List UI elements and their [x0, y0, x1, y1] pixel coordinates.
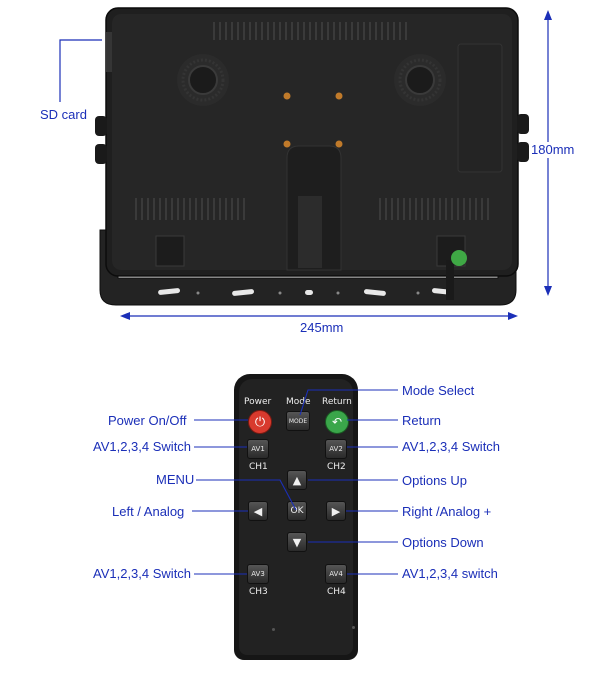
left-arrow-icon: ◀ [253, 504, 263, 518]
ch2-caption: CH2 [327, 462, 346, 472]
av1-button-text: AV1 [251, 445, 265, 453]
width-dimension-label: 245mm [300, 320, 344, 335]
return-button-caption: Return [322, 397, 352, 407]
callout-power-onoff: Power On/Off [108, 413, 187, 428]
callout-return: Return [402, 413, 442, 428]
callout-av-switch-right-2: AV1,2,3,4 switch [402, 566, 498, 581]
ok-button[interactable]: OK [287, 501, 307, 521]
mode-button-text: MODE [288, 417, 308, 425]
callout-right-analog: Right /Analog + [402, 504, 492, 519]
left-arrow-button[interactable]: ◀ [248, 501, 268, 521]
down-arrow-icon: ▼ [292, 535, 302, 549]
right-arrow-button[interactable]: ▶ [326, 501, 346, 521]
right-arrow-icon: ▶ [331, 504, 341, 518]
ch4-caption: CH4 [327, 587, 346, 597]
return-button[interactable]: ↶ [325, 410, 349, 434]
ch1-caption: CH1 [249, 462, 268, 472]
av4-button[interactable]: AV4 [325, 564, 347, 584]
callout-menu: MENU [156, 472, 195, 487]
callout-av-switch-right-1: AV1,2,3,4 Switch [402, 439, 501, 454]
callout-options-down: Options Down [402, 535, 484, 550]
av3-button[interactable]: AV3 [247, 564, 269, 584]
callout-av-switch-left-2: AV1,2,3,4 Switch [93, 566, 192, 581]
av4-button-text: AV4 [329, 570, 343, 578]
mode-button-caption: Mode [286, 397, 311, 407]
av3-button-text: AV3 [251, 570, 265, 578]
power-icon: ⏻ [254, 414, 266, 430]
callout-mode-select: Mode Select [402, 383, 475, 398]
av1-button[interactable]: AV1 [247, 439, 269, 459]
down-arrow-button[interactable]: ▼ [287, 532, 307, 552]
up-arrow-button[interactable]: ▲ [287, 470, 307, 490]
power-button[interactable]: ⏻ [248, 410, 272, 434]
up-arrow-icon: ▲ [292, 473, 302, 487]
ok-button-text: OK [290, 506, 304, 516]
mode-button[interactable]: MODE [286, 411, 310, 431]
power-button-caption: Power [244, 397, 272, 407]
callout-left-analog: Left / Analog [112, 504, 185, 519]
monitor-back-illustration [95, 7, 529, 306]
remote-bottom-dot [352, 626, 355, 629]
return-icon: ↶ [331, 415, 343, 429]
callout-av-switch-left-1: AV1,2,3,4 Switch [93, 439, 192, 454]
height-dimension-label: 180mm [531, 142, 575, 158]
remote-bottom-dot [272, 628, 275, 631]
callout-options-up: Options Up [402, 473, 468, 488]
av2-button-text: AV2 [329, 445, 343, 453]
av2-button[interactable]: AV2 [325, 439, 347, 459]
sd-card-label: SD card [40, 107, 87, 122]
ch3-caption: CH3 [249, 587, 268, 597]
